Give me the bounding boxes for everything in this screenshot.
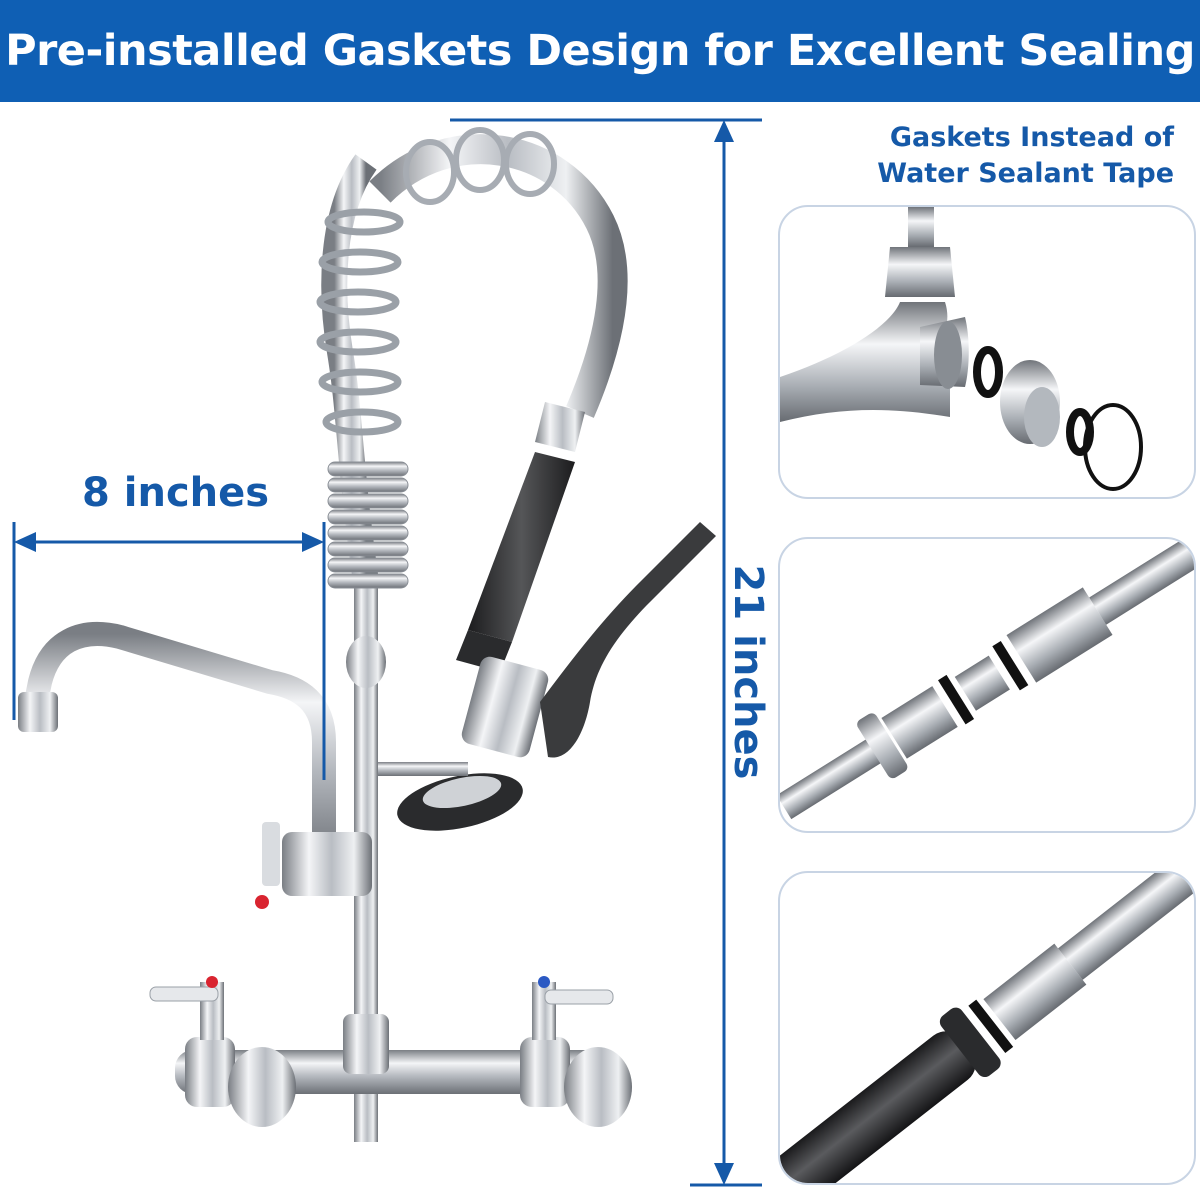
hose-connector-gasket-detail-icon xyxy=(780,539,1194,820)
wall-mount-base-icon xyxy=(149,976,632,1127)
detail-panel-sprayer-handle xyxy=(778,871,1196,1185)
spout-icon xyxy=(18,622,372,909)
sprayer-handle-gasket-detail-icon xyxy=(780,873,1194,1183)
detail-panel-hose-connector xyxy=(778,537,1196,833)
faucet-elbow-gasket-detail-icon xyxy=(780,207,1143,491)
sprayer-icon xyxy=(397,402,716,831)
spring-coil-icon xyxy=(316,154,409,589)
gasket-callout-line-1: Gaskets Instead of xyxy=(889,122,1174,153)
width-dimension-label: 8 inches xyxy=(82,470,270,516)
header-banner: Pre-installed Gaskets Design for Excelle… xyxy=(0,0,1200,102)
gasket-callout: Gaskets Instead of Water Sealant Tape xyxy=(877,120,1174,192)
gasket-callout-line-2: Water Sealant Tape xyxy=(877,158,1174,189)
faucet-illustration xyxy=(0,102,780,1200)
banner-title: Pre-installed Gaskets Design for Excelle… xyxy=(5,26,1195,76)
detail-panel-elbow xyxy=(778,205,1196,499)
height-dimension-label: 21 inches xyxy=(725,564,771,780)
